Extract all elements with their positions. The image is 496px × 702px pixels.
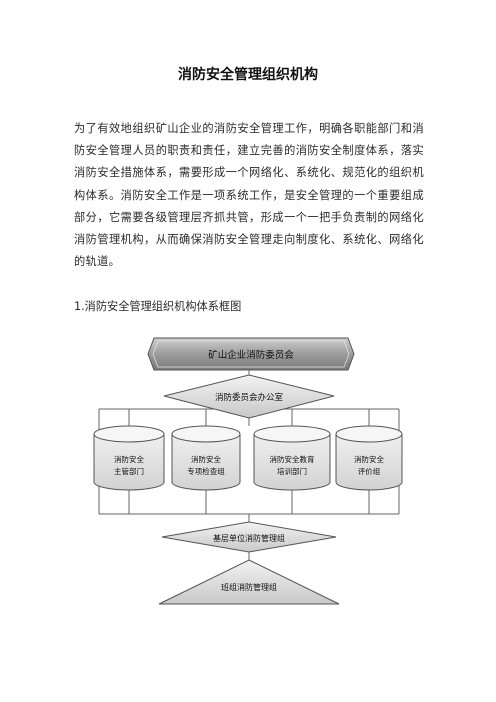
dept2-line1: 消防安全 <box>191 454 221 464</box>
committee-box: 矿山企业消防委员会 <box>147 337 355 371</box>
base-unit-diamond: 基层单位消防管理组 <box>161 521 337 553</box>
dept-cylinder-4: 消防安全 评价组 <box>335 425 403 491</box>
document-title: 消防安全管理组织机构 <box>178 67 318 83</box>
dept3-line1: 消防安全教育 <box>270 454 315 464</box>
dept2-line2: 专项检查组 <box>187 466 225 476</box>
base-unit-label: 基层单位消防管理组 <box>213 533 285 543</box>
dept4-line2: 评价组 <box>358 466 381 476</box>
dept-cylinder-3: 消防安全教育 培训部门 <box>253 425 331 491</box>
dept1-line1: 消防安全 <box>114 454 144 464</box>
dept1-line2: 主管部门 <box>114 466 144 476</box>
dept4-line1: 消防安全 <box>354 454 384 464</box>
team-triangle: 班组消防管理组 <box>158 559 340 605</box>
dept-cylinder-1: 消防安全 主管部门 <box>93 425 165 491</box>
dept3-line2: 培训部门 <box>277 466 307 476</box>
committee-label: 矿山企业消防委员会 <box>208 349 294 361</box>
intro-paragraph: 为了有效地组织矿山企业的消防安全管理工作，明确各职能部门和消防安全管理人员的职责… <box>74 122 424 269</box>
office-label: 消防委员会办公室 <box>215 392 284 403</box>
dept-cylinder-2: 消防安全 专项检查组 <box>171 425 241 491</box>
team-label: 班组消防管理组 <box>221 582 277 592</box>
org-chart-diagram: 矿山企业消防委员会 消防委员会办公室 消防安全 主管部门 消防安全 专项检查组 … <box>93 337 403 605</box>
office-diamond: 消防委员会办公室 <box>163 374 335 419</box>
section-heading: 1.消防安全管理组织机构体系框图 <box>74 300 242 313</box>
